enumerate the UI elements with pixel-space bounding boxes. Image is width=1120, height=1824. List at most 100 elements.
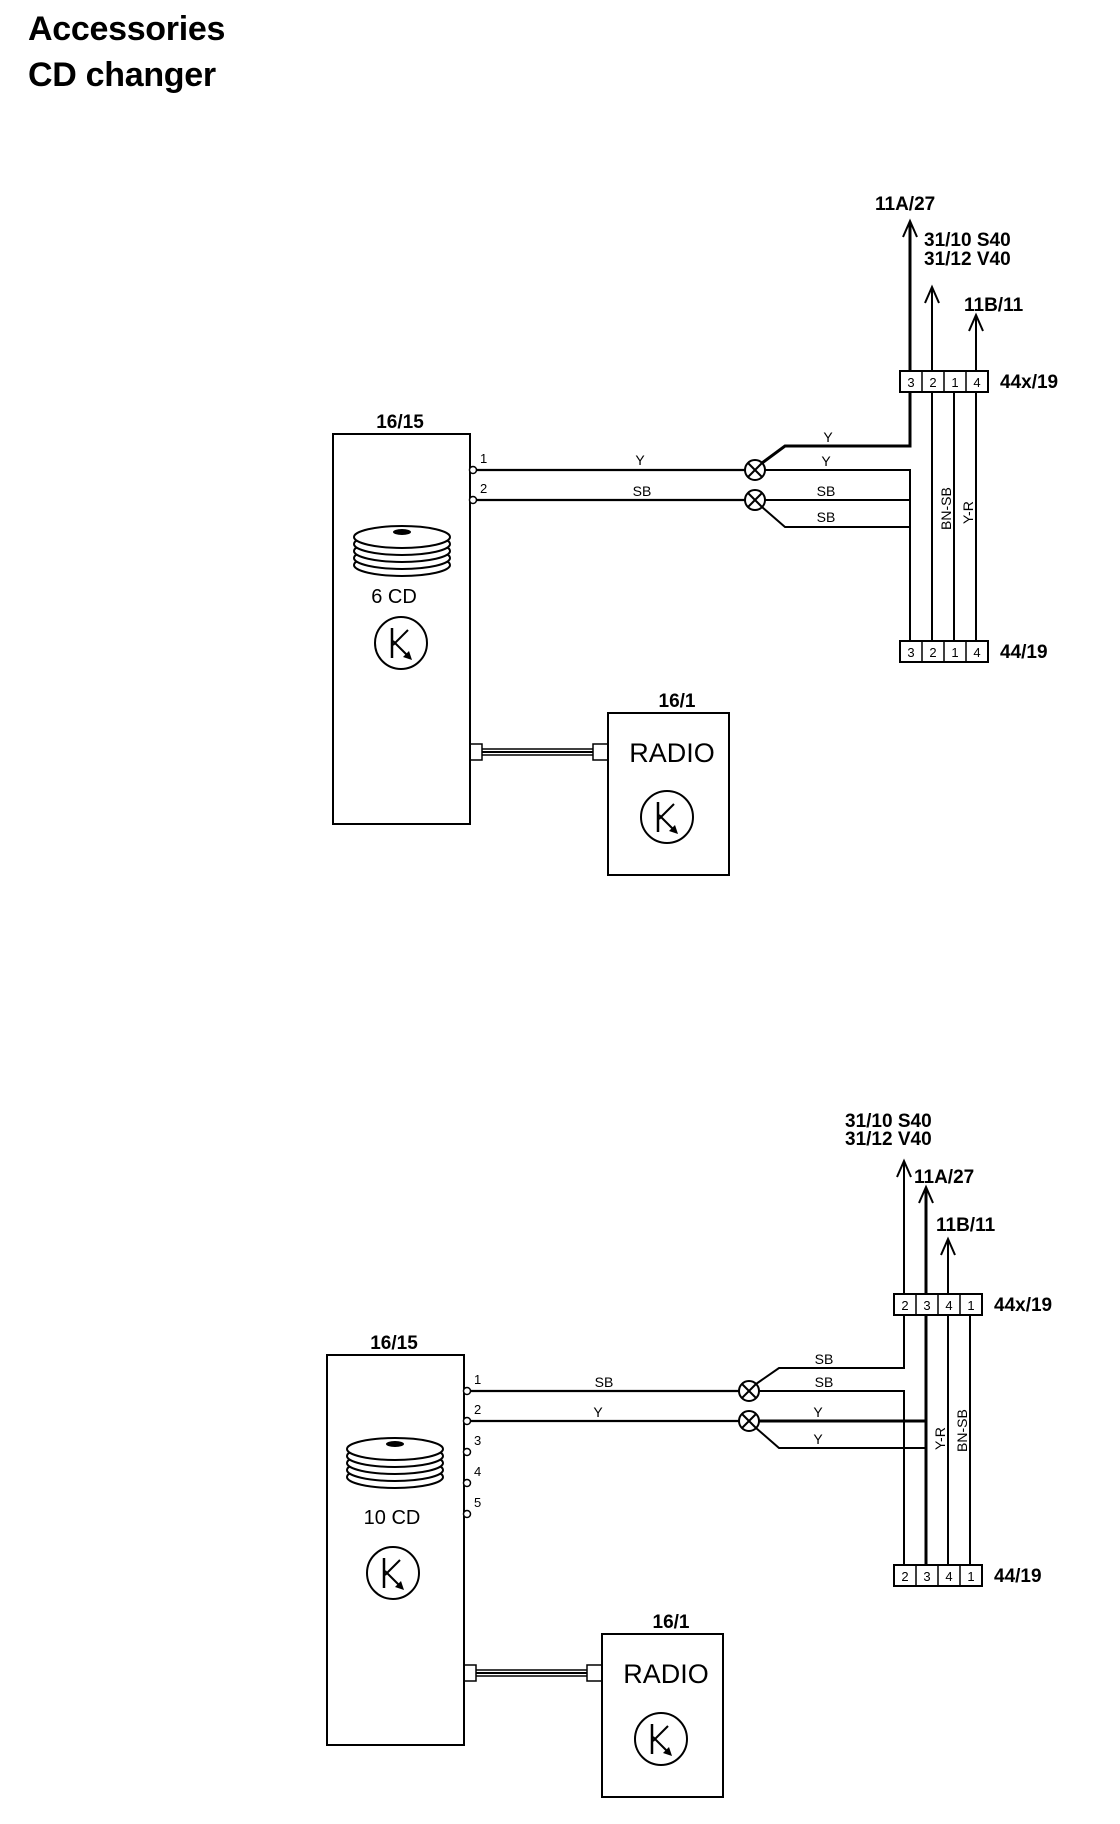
connector-4419: 2 3 4 1 (893, 1564, 983, 1587)
wire-2-color: Y (593, 1404, 603, 1420)
connector-4419-ref: 44/19 (994, 1566, 1042, 1587)
arrow-3110-label: 31/10 S40 (845, 1111, 932, 1132)
arrow-11a27 (918, 1184, 934, 1294)
svg-text:3: 3 (474, 1433, 481, 1448)
svg-text:1: 1 (951, 375, 958, 390)
cd-stack-icon (346, 1437, 444, 1489)
connector-44x19-ref: 44x/19 (994, 1295, 1052, 1316)
svg-text:1: 1 (474, 1372, 481, 1387)
svg-text:2: 2 (480, 481, 487, 496)
svg-text:4: 4 (945, 1569, 952, 1584)
page-title: Accessories CD changer (28, 6, 225, 98)
svg-text:3: 3 (923, 1298, 930, 1313)
diagram-6cd: 16/15 6 CD 1 2 16/1 RADIO (332, 194, 1058, 876)
svg-text:4: 4 (474, 1464, 481, 1479)
connector-4419-ref: 44/19 (1000, 642, 1048, 663)
svg-text:1: 1 (951, 645, 958, 660)
cd-changer-ref: 16/15 (376, 412, 424, 433)
connector-44x19-ref: 44x/19 (1000, 372, 1058, 393)
changer-pin-5: 5 (462, 1495, 481, 1519)
arrow-11b11 (940, 1236, 956, 1294)
title-line-cd-changer: CD changer (28, 56, 216, 94)
branch-2b-color: Y (813, 1431, 823, 1447)
changer-pin-3: 3 (462, 1433, 481, 1457)
svg-text:2: 2 (929, 645, 936, 660)
diagram-10cd: 16/15 10 CD 1 2 3 (326, 1111, 1052, 1798)
changer-radio-cable (469, 743, 609, 761)
arrow-11b11-label: 11B/11 (936, 1215, 996, 1236)
wire-y-r-label: Y-R (932, 1427, 948, 1450)
splice-1 (744, 459, 766, 481)
branch-2b (755, 1427, 926, 1449)
branch-1b (759, 1390, 905, 1565)
electronic-unit-icon (366, 1546, 420, 1600)
cd-changer-label: 10 CD (364, 1507, 421, 1529)
arrow-11b11-label: 11B/11 (964, 295, 1024, 316)
radio-label: RADIO (623, 1659, 709, 1689)
connector-44x19: 3 2 1 4 (899, 370, 989, 393)
wire-y-r-label: Y-R (960, 501, 976, 524)
arrow-11a27-label: 11A/27 (914, 1167, 974, 1188)
branch-2a-color: Y (813, 1404, 823, 1420)
svg-text:2: 2 (474, 1402, 481, 1417)
electronic-unit-icon (374, 616, 428, 670)
arrow-11a27 (902, 218, 918, 371)
splice-2 (744, 489, 766, 511)
svg-text:2: 2 (901, 1298, 908, 1313)
svg-text:4: 4 (973, 645, 980, 660)
arrow-11b11 (968, 312, 984, 371)
svg-text:1: 1 (967, 1298, 974, 1313)
arrow-3110 (924, 284, 940, 371)
wire-2-color: SB (633, 483, 652, 499)
changer-pin-2: 2 (468, 481, 487, 505)
svg-text:3: 3 (923, 1569, 930, 1584)
arrow-3112-label: 31/12 V40 (924, 249, 1011, 270)
branch-1a (755, 1315, 905, 1385)
svg-text:4: 4 (973, 375, 980, 390)
svg-text:5: 5 (474, 1495, 481, 1510)
changer-pin-2: 2 (462, 1402, 481, 1426)
connector-4419: 3 2 1 4 (899, 640, 989, 663)
svg-text:2: 2 (929, 375, 936, 390)
radio-box (601, 1633, 724, 1798)
wire-1-color: SB (595, 1374, 614, 1390)
title-line-accessories: Accessories (28, 10, 226, 48)
wire-bn-sb-label: BN-SB (954, 1409, 970, 1452)
wire-bn-sb-label: BN-SB (938, 487, 954, 530)
arrow-3112-label: 31/12 V40 (845, 1129, 932, 1150)
electronic-unit-icon (640, 790, 694, 844)
branch-2b (761, 506, 910, 528)
branch-1a-color: SB (815, 1351, 834, 1367)
cd-stack-icon (353, 525, 451, 577)
svg-text:1: 1 (967, 1569, 974, 1584)
arrow-3110 (896, 1158, 912, 1294)
branch-2b-color: SB (817, 509, 836, 525)
branch-1a-color: Y (823, 429, 833, 445)
changer-radio-cable (463, 1664, 603, 1682)
arrow-11a27-label: 11A/27 (875, 194, 935, 215)
radio-ref: 16/1 (659, 691, 696, 712)
svg-text:4: 4 (945, 1298, 952, 1313)
branch-1a (761, 392, 912, 465)
branch-2a-color: SB (817, 483, 836, 499)
branch-1b-color: SB (815, 1374, 834, 1390)
splice-2 (738, 1410, 760, 1432)
cd-changer-ref: 16/15 (370, 1333, 418, 1354)
connector-44x19: 2 3 4 1 (893, 1293, 983, 1316)
svg-text:2: 2 (901, 1569, 908, 1584)
radio-box (607, 712, 730, 876)
svg-text:3: 3 (907, 375, 914, 390)
svg-text:3: 3 (907, 645, 914, 660)
changer-pin-1: 1 (462, 1372, 481, 1396)
cd-changer-box (332, 433, 471, 825)
branch-1b (765, 469, 911, 641)
radio-label: RADIO (629, 738, 715, 768)
branch-1b-color: Y (821, 453, 831, 469)
wire-1-color: Y (635, 452, 645, 468)
changer-pin-1: 1 (468, 451, 487, 475)
radio-ref: 16/1 (653, 1612, 690, 1633)
cd-changer-label: 6 CD (371, 586, 417, 608)
changer-pin-4: 4 (462, 1464, 481, 1488)
electronic-unit-icon (634, 1712, 688, 1766)
